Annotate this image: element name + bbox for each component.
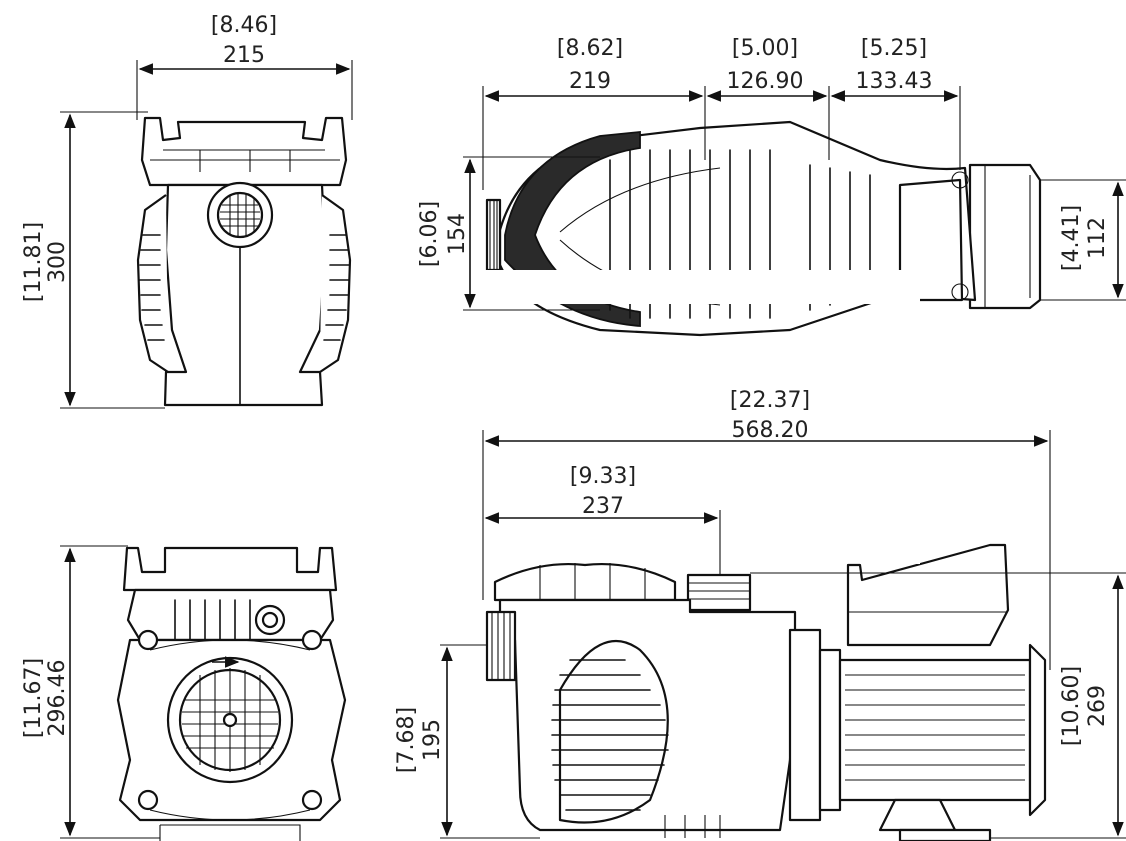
front-view: [8.46] 215 [11.81] 300 (21, 13, 353, 409)
top-view: [8.62] 219 [5.00] 126.90 [5.25] 133.43 [… (417, 36, 1126, 337)
top-seg2-mm: 126.90 (727, 69, 804, 94)
top-seg1-inch: [8.62] (557, 36, 623, 61)
top-right-height-mm: 112 (1085, 217, 1110, 259)
side-length-inch: [22.37] (730, 388, 810, 413)
top-seg3-mm: 133.43 (856, 69, 933, 94)
side-total-height-inch: [10.60] (1059, 666, 1084, 746)
side-length-mm: 568.20 (732, 418, 809, 443)
top-left-height-mm: 154 (445, 213, 470, 255)
front-width-mm: 215 (223, 43, 265, 68)
side-total-height-mm: 269 (1085, 685, 1110, 727)
rear-height-inch: [11.67] (21, 658, 46, 738)
front-height-inch: [11.81] (21, 222, 46, 302)
top-left-height-inch: [6.06] (417, 201, 442, 267)
side-view: [22.37] 568.20 [9.33] 237 [7.68] 195 [10… (394, 388, 1126, 841)
front-width-inch: [8.46] (211, 13, 277, 38)
top-seg1-mm: 219 (569, 69, 611, 94)
top-seg2-inch: [5.00] (732, 36, 798, 61)
side-inlet-height-inch: [7.68] (394, 707, 419, 773)
rear-view: [11.67] 296.46 (21, 545, 347, 841)
side-inlet-height-mm: 195 (420, 719, 445, 761)
front-height-mm: 300 (45, 241, 70, 283)
top-right-height-inch: [4.41] (1059, 205, 1084, 271)
side-inlet-offset-inch: [9.33] (570, 464, 636, 489)
side-inlet-offset-mm: 237 (582, 494, 624, 519)
rear-height-mm: 296.46 (45, 660, 70, 737)
top-seg3-inch: [5.25] (861, 36, 927, 61)
